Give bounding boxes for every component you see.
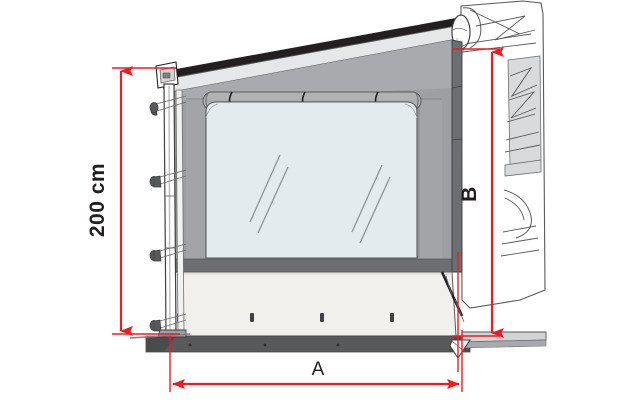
clear-window-panel (205, 101, 418, 259)
tensioner-knob-1 (149, 95, 187, 116)
depth-dimension-label: B (458, 186, 481, 202)
width-dimension-label: A (312, 359, 325, 380)
vertical-support-pole (129, 83, 191, 339)
tensioner-knob-4 (149, 313, 187, 332)
dimension-depth-b: B (452, 47, 504, 372)
tensioner-knob-2 (149, 169, 187, 188)
window-reflection-lines (249, 154, 391, 244)
tensioner-knob-3 (149, 243, 187, 262)
vehicle-side-profile-sketch (460, 0, 546, 309)
svg-text:=: = (456, 36, 459, 41)
ground-base-strip (145, 271, 547, 359)
height-dimension-label: 200 cm (86, 163, 109, 237)
lower-solid-panel (171, 271, 457, 337)
dimension-width-a: A (169, 330, 463, 392)
dimension-height-200cm: 200 cm (86, 66, 180, 336)
